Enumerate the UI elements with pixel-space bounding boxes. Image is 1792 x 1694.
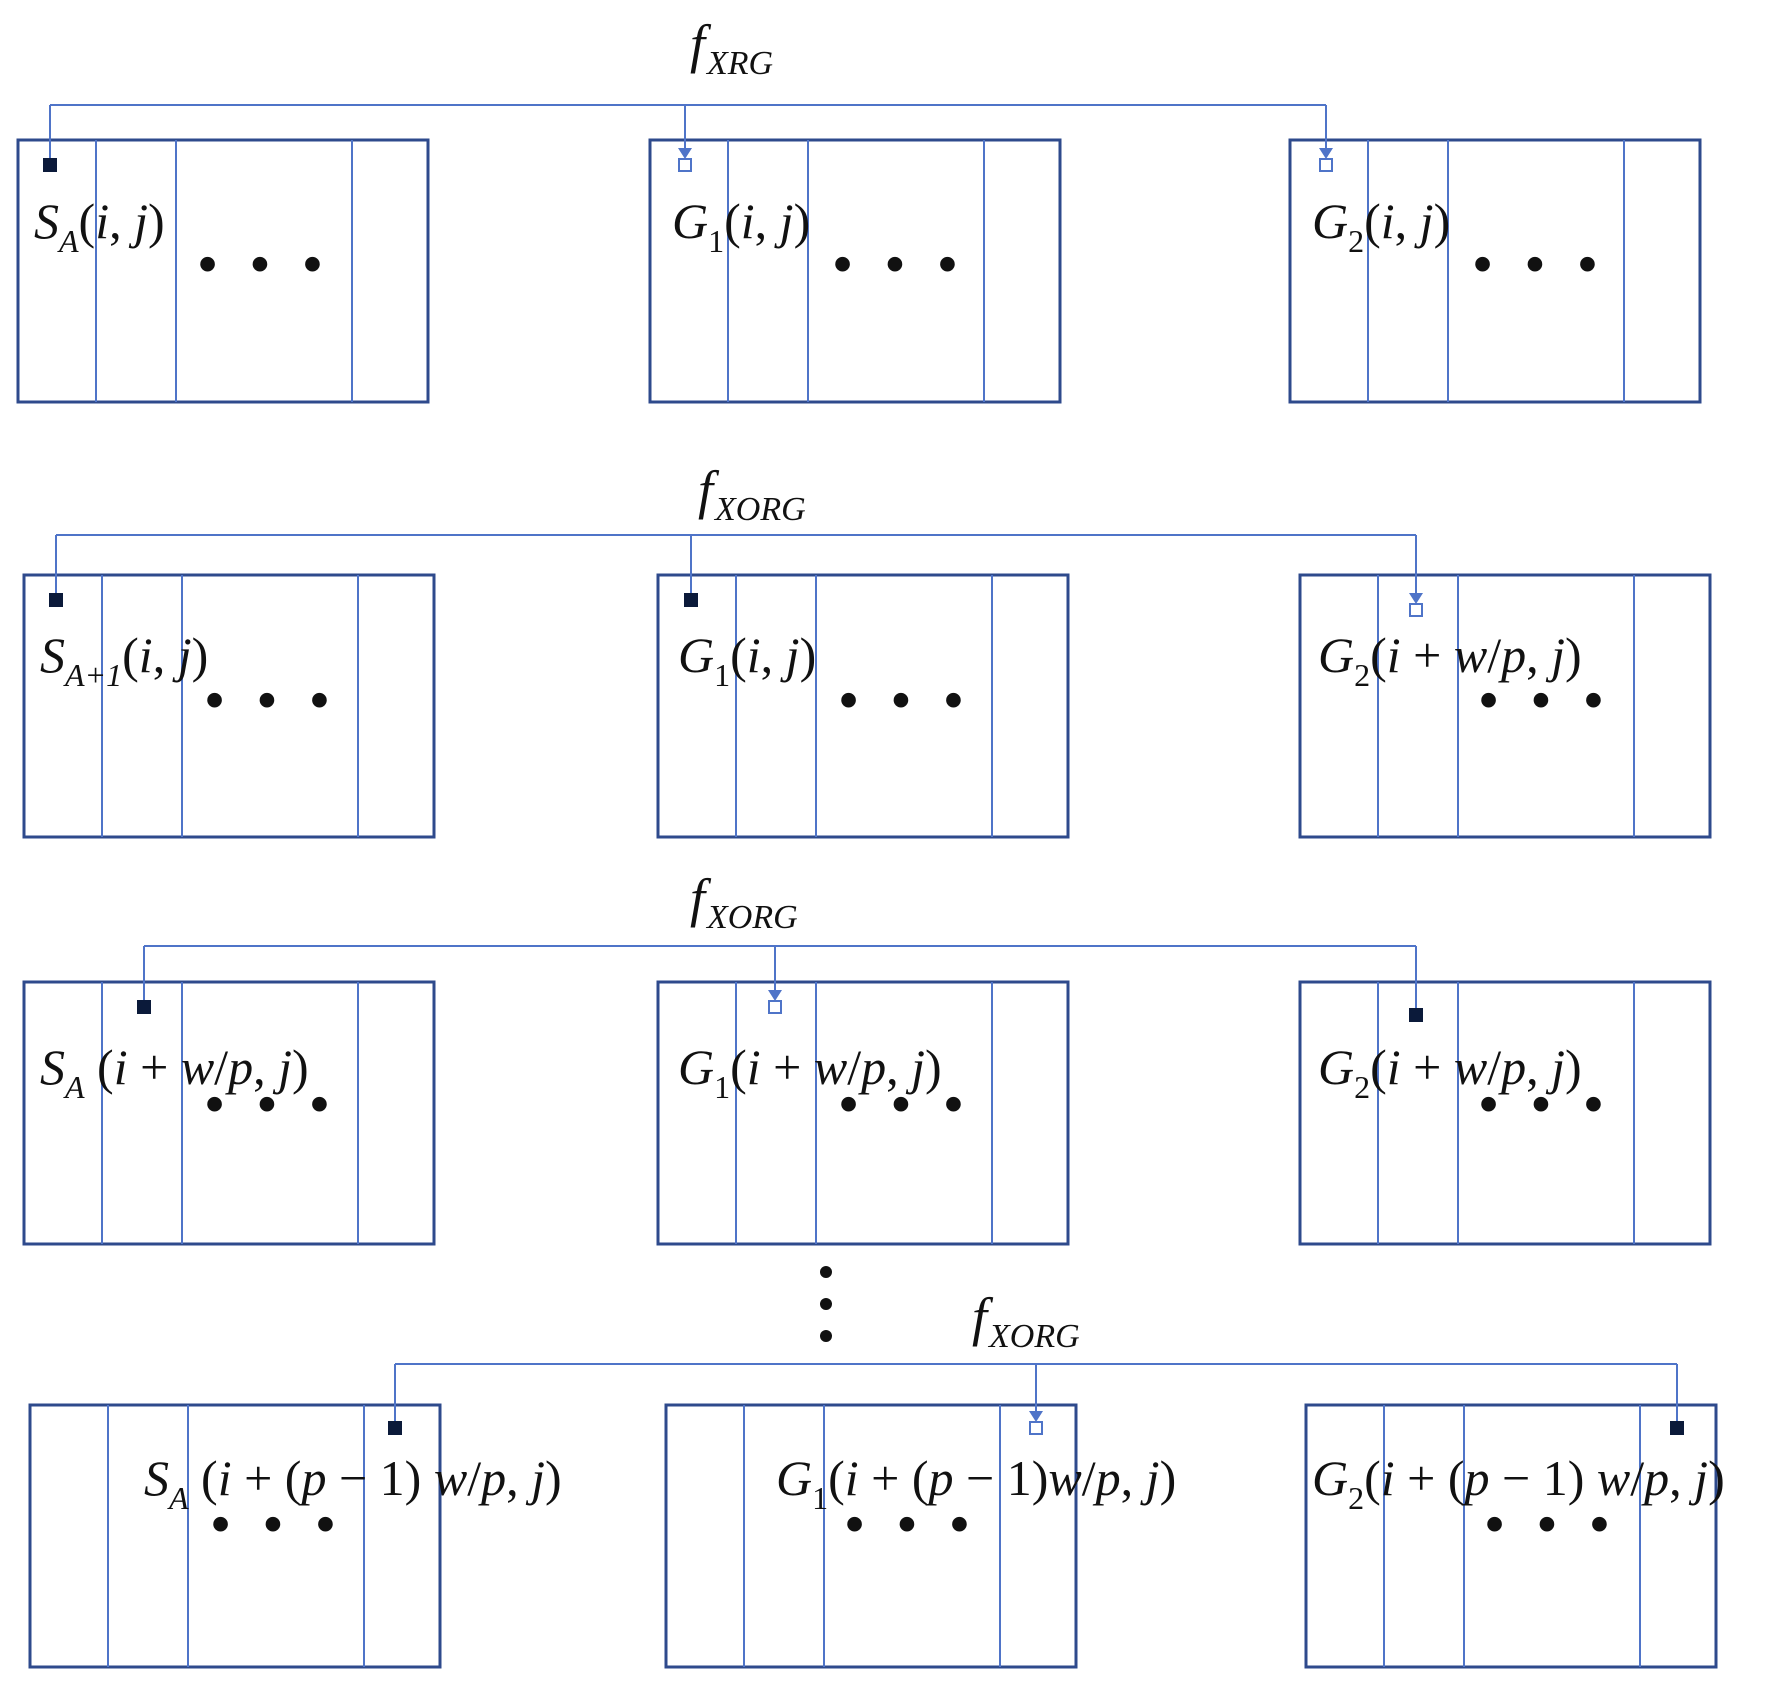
function-label: fXRG (690, 14, 773, 82)
ellipsis: • • • (198, 234, 332, 294)
block-outline (22, 980, 436, 1246)
block-outline (1288, 138, 1702, 404)
target-marker (1409, 603, 1423, 617)
arrowhead (1319, 148, 1333, 159)
block-outline (1304, 1403, 1718, 1669)
block-2: G1(i, j) • • • (648, 105, 1062, 404)
cell-expression: G2(i + w/p, j) (1318, 1039, 1582, 1105)
block-1: SA (i + w/p, j)• • • (22, 946, 436, 1246)
block-outline (16, 138, 430, 404)
cell-expression: G1(i + (p − 1)w/p, j) (776, 1450, 1176, 1516)
block-3: G2(i + (p − 1) w/p, j)• • • (1304, 1364, 1725, 1669)
target-marker (678, 158, 692, 172)
cell-expression: SA(i, j) (34, 193, 165, 259)
function-label: fXORG (972, 1287, 1080, 1355)
target-marker (768, 1000, 782, 1014)
function-label: fXORG (698, 460, 806, 528)
block-outline (656, 980, 1070, 1246)
function-label: fXORG (690, 868, 798, 936)
arrowhead (1029, 1411, 1043, 1422)
ellipsis: • • • (1479, 670, 1613, 730)
source-marker (43, 158, 57, 172)
ellipsis: • • • (839, 1074, 973, 1134)
vertical-ellipsis (820, 1266, 832, 1342)
ellipsis: • • • (1485, 1494, 1619, 1554)
ellipsis: • • • (205, 670, 339, 730)
target-marker (1029, 1421, 1043, 1435)
ellipsis: • • • (833, 234, 967, 294)
cell-expression: G1(i, j) (678, 627, 816, 693)
block-outline (1298, 980, 1712, 1246)
cell-expression: G2(i + (p − 1) w/p, j) (1312, 1450, 1725, 1516)
arrowhead (768, 990, 782, 1001)
block-1: SA (i + (p − 1) w/p, j)• • • (28, 1364, 562, 1669)
block-outline (28, 1403, 442, 1669)
block-3: G2(i, j) • • • (1288, 105, 1702, 404)
cell-expression: SA (i + w/p, j) (40, 1039, 309, 1105)
source-marker (1409, 1008, 1423, 1022)
row-1: fXRG SA(i, j) • • • G1(i, j) • • • G2(i, j) • … (16, 14, 1702, 404)
source-marker (1670, 1421, 1684, 1435)
ellipsis: • • • (845, 1494, 979, 1554)
vertical-dot (820, 1298, 832, 1310)
block-1: SA+1(i, j)• • • (22, 535, 436, 839)
block-outline (648, 138, 1062, 404)
cell-expression: G1(i, j) (672, 193, 810, 259)
block-outline (22, 573, 436, 839)
cell-expression: SA (i + (p − 1) w/p, j) (144, 1450, 562, 1516)
ellipsis: • • • (1479, 1074, 1613, 1134)
arrowhead (678, 148, 692, 159)
ellipsis: • • • (205, 1074, 339, 1134)
block-outline (1298, 573, 1712, 839)
block-2: G1(i + (p − 1)w/p, j)• • • (664, 1364, 1176, 1669)
vertical-dot (820, 1330, 832, 1342)
block-2: G1(i + w/p, j)• • • (656, 946, 1070, 1246)
cell-expression: G2(i, j) (1312, 193, 1450, 259)
block-outline (664, 1403, 1078, 1669)
source-marker (137, 1000, 151, 1014)
ellipsis: • • • (839, 670, 973, 730)
target-marker (1319, 158, 1333, 172)
arrowhead (1409, 593, 1423, 604)
source-marker (49, 593, 63, 607)
block-3: G2(i + w/p, j)• • • (1298, 535, 1712, 839)
ellipsis: • • • (211, 1494, 345, 1554)
cell-expression: G2(i + w/p, j) (1318, 627, 1582, 693)
source-marker (684, 593, 698, 607)
block-1: SA(i, j) • • • (16, 105, 430, 404)
block-2: G1(i, j) • • • (656, 535, 1070, 839)
vertical-dot (820, 1266, 832, 1278)
cell-expression: SA+1(i, j) (40, 627, 208, 693)
block-outline (656, 573, 1070, 839)
block-3: G2(i + w/p, j)• • • (1298, 946, 1712, 1246)
ellipsis: • • • (1473, 234, 1607, 294)
source-marker (388, 1421, 402, 1435)
cell-expression: G1(i + w/p, j) (678, 1039, 942, 1105)
